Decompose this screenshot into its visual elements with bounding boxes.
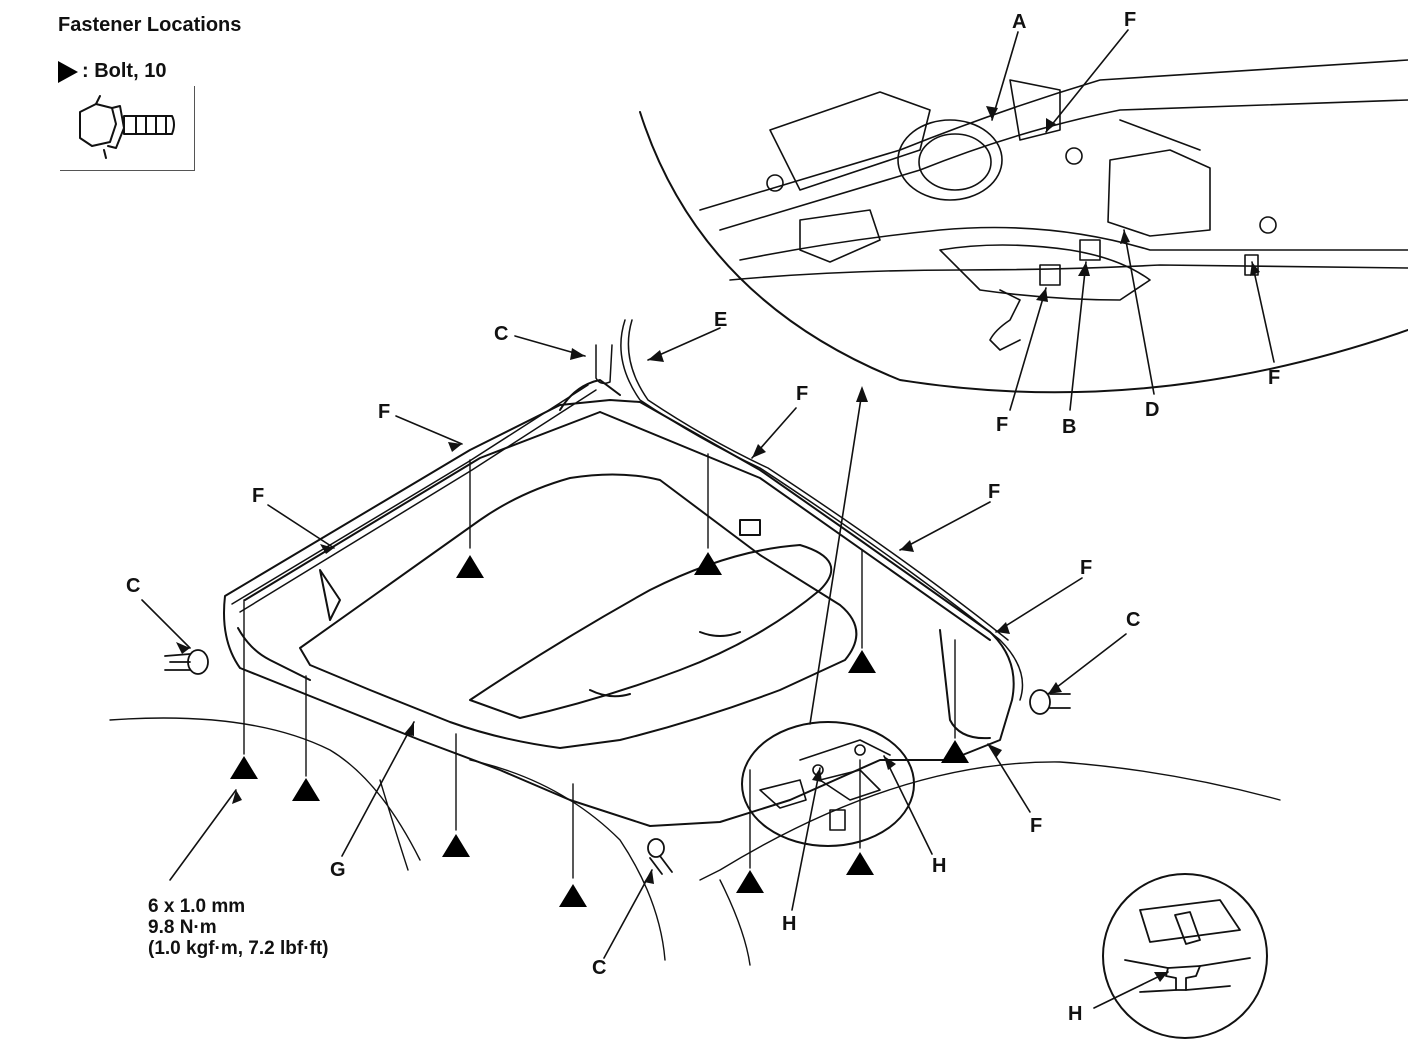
bolt-location-markers <box>230 552 969 907</box>
torque-spec-alt: (1.0 kgf·m, 7.2 lbf·ft) <box>148 938 329 959</box>
callout-c: C <box>592 957 607 979</box>
drain-hoses <box>231 319 1024 701</box>
bolt-marker-icon <box>230 756 258 779</box>
torque-spec-nm: 9.8 N·m <box>148 917 217 938</box>
callout-c: C <box>1126 609 1141 631</box>
callout-f: F <box>1124 9 1137 31</box>
callout-f: F <box>1030 815 1043 837</box>
callout-a: A <box>1012 11 1027 33</box>
detail-circle-top <box>639 111 1408 394</box>
bolt-marker-icon <box>846 852 874 875</box>
callout-f: F <box>378 401 391 423</box>
flange-bolt-icon <box>79 95 175 159</box>
bolt-illustration-frame <box>60 86 195 171</box>
callout-f: F <box>1268 367 1281 389</box>
callout-d: D <box>1145 399 1160 421</box>
bolt-marker-icon <box>442 834 470 857</box>
callout-f: F <box>796 383 809 405</box>
callout-g: G <box>330 859 346 881</box>
callout-e: E <box>714 309 728 331</box>
callout-b: B <box>1062 416 1077 438</box>
callout-c: C <box>126 575 141 597</box>
torque-spec: 6 x 1.0 mm 9.8 N·m (1.0 kgf·m, 7.2 lbf·f… <box>148 896 329 959</box>
bolt-marker-icon <box>456 555 484 578</box>
callout-c: C <box>494 323 509 345</box>
bolt-marker-icon <box>736 870 764 893</box>
callout-h: H <box>782 913 797 935</box>
detail-circle-clip <box>1102 873 1268 1039</box>
callout-h: H <box>1068 1003 1083 1025</box>
callout-f: F <box>252 485 265 507</box>
bolt-marker-icon <box>58 60 78 83</box>
bolt-marker-icon <box>292 778 320 801</box>
arrowheads <box>176 106 1260 982</box>
bolt-marker-icon <box>559 884 587 907</box>
sunroof-frame <box>223 379 1015 827</box>
leader-lines <box>141 29 1275 1009</box>
callout-h: H <box>932 855 947 877</box>
page-title: Fastener Locations <box>58 14 242 36</box>
callout-f: F <box>1080 557 1093 579</box>
bolt-legend-label: : Bolt, 10 <box>82 60 167 82</box>
detail-circle-bottom <box>741 721 915 847</box>
torque-spec-size: 6 x 1.0 mm <box>148 896 246 917</box>
bolt-drop-lines <box>243 453 956 879</box>
headliner-outline <box>109 717 1281 966</box>
clip-detail <box>1124 899 1251 993</box>
bolt-marker-icon <box>848 650 876 673</box>
callout-f: F <box>996 414 1009 436</box>
bolt-legend: : Bolt, 10 <box>58 60 166 83</box>
bolt-marker-icon <box>694 552 722 575</box>
drain-hose-ends <box>164 649 1071 875</box>
detail-top-harness <box>699 59 1408 351</box>
bolt-marker-icon <box>941 740 969 763</box>
callout-f: F <box>988 481 1001 503</box>
